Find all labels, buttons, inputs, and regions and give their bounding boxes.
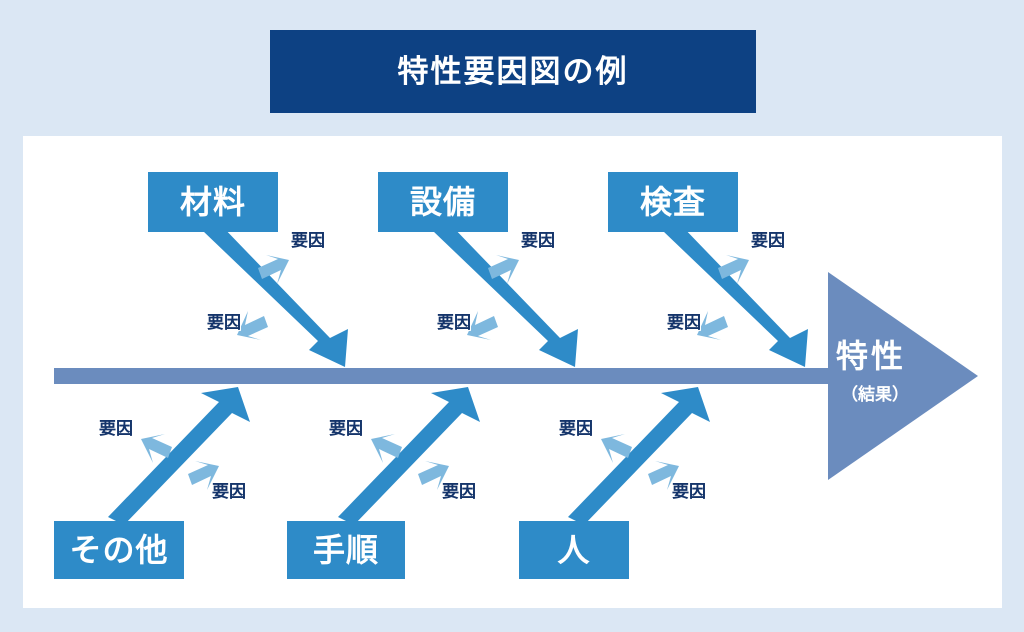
factor-label-top-3b: 要因 <box>667 313 701 332</box>
factor-label-top-3a: 要因 <box>751 231 785 250</box>
title-banner: 特性要因図の例 <box>270 30 756 113</box>
factor-label-bottom-2a: 要因 <box>329 419 363 438</box>
category-box-equipment[interactable]: 設備 <box>378 172 508 232</box>
category-label-equipment: 設備 <box>409 184 476 220</box>
category-box-procedure[interactable]: 手順 <box>287 521 405 579</box>
category-box-inspection[interactable]: 検査 <box>608 172 738 232</box>
factor-label-top-2b: 要因 <box>437 313 471 332</box>
factor-label-bottom-3a: 要因 <box>559 419 593 438</box>
factor-label-top-2a: 要因 <box>521 231 555 250</box>
category-label-other: その他 <box>69 532 169 568</box>
factor-label-bottom-1b: 要因 <box>212 482 246 501</box>
category-label-people: 人 <box>557 532 591 568</box>
category-label-procedure: 手順 <box>312 532 379 568</box>
effect-sub-label: （結果） <box>841 385 909 404</box>
category-label-material: 材料 <box>179 184 246 220</box>
factor-label-bottom-1a: 要因 <box>99 419 133 438</box>
effect-main-label: 特性 <box>836 338 907 374</box>
factor-label-bottom-2b: 要因 <box>442 482 476 501</box>
category-box-people[interactable]: 人 <box>519 521 629 579</box>
category-box-other[interactable]: その他 <box>54 521 184 579</box>
page-title: 特性要因図の例 <box>397 54 629 89</box>
factor-label-bottom-3b: 要因 <box>672 482 706 501</box>
factor-label-top-1a: 要因 <box>291 231 325 250</box>
category-box-material[interactable]: 材料 <box>148 172 278 232</box>
factor-label-top-1b: 要因 <box>207 313 241 332</box>
category-label-inspection: 検査 <box>639 184 706 220</box>
